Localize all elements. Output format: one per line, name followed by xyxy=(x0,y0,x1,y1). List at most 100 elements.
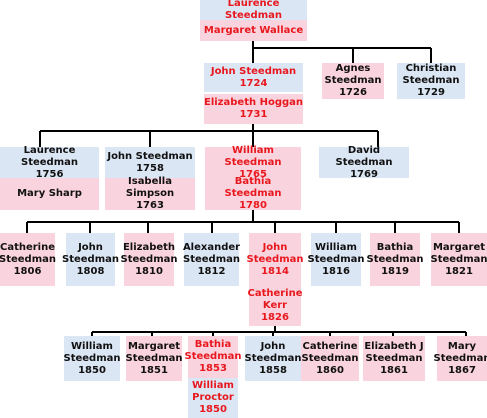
person-christian-steedman: Christian Steedman 1729 xyxy=(397,63,465,99)
person-name: Catherine xyxy=(302,340,358,352)
person-surname: Steedman xyxy=(430,253,487,265)
person-name: Catherine xyxy=(247,288,303,299)
person-name: Alexander xyxy=(182,241,241,253)
person-catherine-kerr-1826: Catherine Kerr 1826 xyxy=(247,286,303,326)
person-name: William xyxy=(315,241,357,253)
person-surname: Steedman xyxy=(365,352,423,364)
person-surname: Steedman xyxy=(120,253,178,265)
person-elizabeth-steedman-1810: Elizabeth Steedman 1810 xyxy=(121,233,178,286)
person-name: Agnes xyxy=(335,63,371,74)
person-surname: Steedman xyxy=(307,253,365,265)
person-year: 1769 xyxy=(350,168,378,180)
person-name: Mary xyxy=(447,340,477,352)
person-elizabeth-hoggan: Elizabeth Hoggan 1731 xyxy=(204,94,303,124)
person-david-steedman: David Steedman 1769 xyxy=(319,144,409,180)
person-name: Bathia xyxy=(194,339,232,350)
person-name: William xyxy=(192,380,234,391)
person-name: Laurence Steedman xyxy=(225,0,282,21)
person-surname: Steedman xyxy=(184,351,242,362)
person-john-steedman-1814: John Steedman 1814 xyxy=(246,233,304,286)
person-year: 1853 xyxy=(199,363,227,374)
person-surname: Steedman xyxy=(183,253,240,265)
person-year: 1814 xyxy=(261,265,289,277)
person-margaret-steedman-1851: Margaret Steedman 1851 xyxy=(125,336,183,381)
person-name: Elizabeth J xyxy=(364,340,424,352)
person-year: 1850 xyxy=(199,404,227,415)
person-bathia-steedman-1853: Bathia Steedman 1853 xyxy=(185,336,242,378)
person-year: 1808 xyxy=(76,265,105,277)
person-john-steedman-1808: John Steedman 1808 xyxy=(62,233,119,286)
person-bathia-steedman-1819: Bathia Steedman 1819 xyxy=(367,233,424,286)
person-name: Margaret Wallace xyxy=(203,24,304,36)
person-surname: Steedman xyxy=(62,253,119,265)
person-name: Laurence Steedman xyxy=(21,144,78,168)
person-william-steedman-1850: William Steedman 1850 xyxy=(63,336,121,381)
person-surname: Steedman xyxy=(433,352,487,364)
person-year: 1810 xyxy=(135,265,163,277)
person-name: Elizabeth xyxy=(122,241,176,253)
person-john-steedman-1724: John Steedman 1724 xyxy=(204,63,303,92)
person-year: 1726 xyxy=(339,87,367,98)
person-name: John Steedman xyxy=(210,65,297,77)
person-name: John Steedman xyxy=(107,150,193,162)
person-surname: Steedman xyxy=(63,352,121,364)
person-name: Bathia xyxy=(376,241,414,253)
person-year: 1729 xyxy=(417,87,445,98)
person-mary-steedman-1867: Mary Steedman 1867 xyxy=(433,336,487,381)
person-year: 1816 xyxy=(322,265,350,277)
person-surname: Kerr xyxy=(262,300,288,311)
person-surname: Steedman xyxy=(125,352,183,364)
person-surname: Steedman xyxy=(324,75,382,86)
person-alexander-steedman-1812: Alexander Steedman 1812 xyxy=(182,233,241,286)
person-year: 1731 xyxy=(239,109,268,120)
person-year: 1860 xyxy=(316,364,344,376)
person-bathia-steedman-1780: Bathia Steedman 1780 xyxy=(205,176,301,211)
person-surname: Steedman xyxy=(402,75,460,86)
person-surname: Steedman xyxy=(246,253,304,265)
person-year: 1812 xyxy=(197,265,226,277)
person-name: John xyxy=(260,340,286,352)
person-year: 1826 xyxy=(261,312,289,323)
person-william-proctor-1850: William Proctor 1850 xyxy=(188,378,238,418)
person-margaret-wallace: Margaret Wallace xyxy=(200,20,307,41)
person-year: 1850 xyxy=(78,364,106,376)
person-year: 1851 xyxy=(140,364,168,376)
person-william-steedman-1765: William Steedman 1765 xyxy=(205,144,301,180)
person-surname: Steedman xyxy=(0,253,56,265)
person-year: 1861 xyxy=(380,364,408,376)
person-name: Mary Sharp xyxy=(17,188,82,199)
person-year: 1858 xyxy=(259,364,287,376)
person-mary-sharp: Mary Sharp xyxy=(0,178,99,210)
person-name: Margaret xyxy=(127,340,181,352)
person-year: 1780 xyxy=(239,200,267,211)
person-surname: Steedman xyxy=(244,352,302,364)
person-surname: Steedman xyxy=(366,253,424,265)
person-name: David Steedman xyxy=(335,144,393,168)
person-name: William Steedman xyxy=(224,144,282,168)
person-name: Bathia Steedman xyxy=(224,176,282,199)
person-year: 1765 xyxy=(239,168,267,180)
person-year: 1821 xyxy=(445,265,473,277)
person-william-steedman-1816: William Steedman 1816 xyxy=(308,233,365,286)
person-laurence-steedman-gen1: Laurence Steedman xyxy=(200,0,307,21)
person-surname: Steedman xyxy=(301,352,359,364)
person-name: Christian xyxy=(405,63,457,74)
person-name: William xyxy=(71,340,113,352)
person-name: John xyxy=(262,241,288,253)
person-year: 1758 xyxy=(136,162,164,174)
person-name: Margaret xyxy=(432,241,486,253)
person-catherine-steedman-1860: Catherine Steedman 1860 xyxy=(301,336,359,381)
person-name: Elizabeth Hoggan xyxy=(204,97,303,108)
person-year: 1867 xyxy=(448,364,476,376)
person-margaret-steedman-1821: Margaret Steedman 1821 xyxy=(431,233,487,286)
person-isabella-simpson: Isabella Simpson 1763 xyxy=(105,176,195,211)
person-name: Catherine xyxy=(0,241,56,253)
person-year: 1724 xyxy=(239,77,268,89)
person-elizabeth-j-steedman-1861: Elizabeth J Steedman 1861 xyxy=(363,336,425,381)
person-laurence-steedman-1756: Laurence Steedman 1756 xyxy=(0,144,99,180)
person-year: 1819 xyxy=(381,265,409,277)
person-surname: Proctor xyxy=(192,392,234,403)
person-year: 1756 xyxy=(35,168,64,180)
person-name: Isabella Simpson xyxy=(125,176,175,199)
